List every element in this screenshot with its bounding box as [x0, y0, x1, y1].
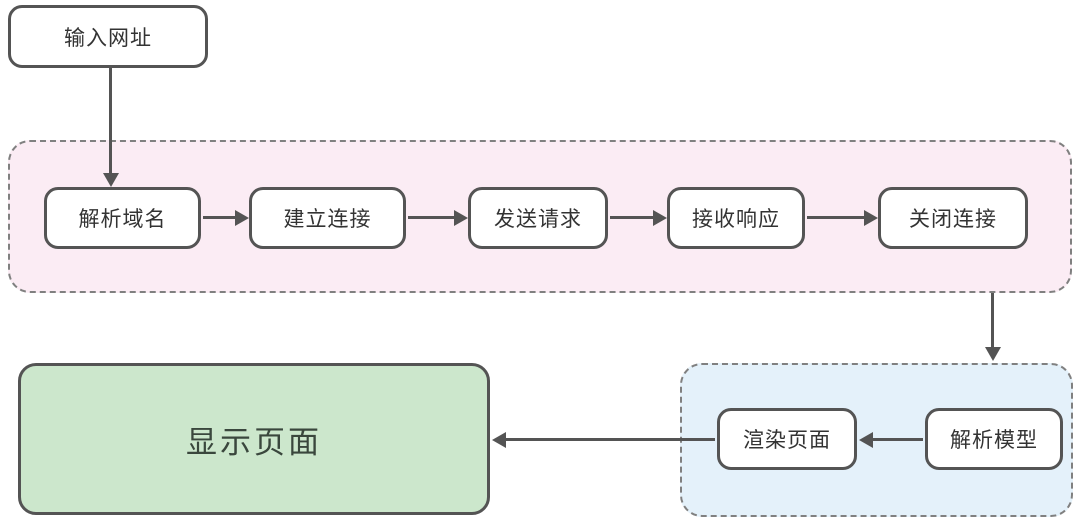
node-establish-connection: 建立连接 — [249, 187, 406, 249]
node-parse-model: 解析模型 — [925, 408, 1063, 470]
arrow-input-to-resolve — [109, 68, 112, 173]
node-establish-connection-label: 建立连接 — [283, 208, 372, 231]
node-input-url-label: 输入网址 — [64, 26, 152, 50]
node-receive-response-label: 接收响应 — [692, 208, 780, 231]
node-display-page-label: 显示页面 — [186, 424, 322, 460]
node-send-request-label: 发送请求 — [494, 208, 582, 231]
node-parse-model-label: 解析模型 — [950, 429, 1038, 452]
node-resolve-domain: 解析域名 — [44, 187, 201, 249]
node-resolve-domain-label: 解析域名 — [78, 208, 167, 231]
node-display-page: 显示页面 — [18, 363, 490, 515]
arrow-render-to-display — [506, 438, 715, 441]
arrow-close-to-parse — [991, 293, 994, 347]
node-render-page-label: 渲染页面 — [743, 429, 831, 452]
node-receive-response: 接收响应 — [667, 187, 805, 249]
arrow-parse-to-render — [873, 438, 923, 441]
arrow-receive-to-close — [807, 216, 864, 219]
node-send-request: 发送请求 — [468, 187, 608, 249]
arrow-resolve-to-connect — [203, 216, 235, 219]
arrow-send-to-receive — [610, 216, 653, 219]
node-close-connection: 关闭连接 — [878, 187, 1028, 249]
node-close-connection-label: 关闭连接 — [909, 208, 997, 231]
arrow-connect-to-send — [408, 216, 454, 219]
node-render-page: 渲染页面 — [717, 408, 857, 470]
node-input-url: 输入网址 — [8, 5, 208, 68]
